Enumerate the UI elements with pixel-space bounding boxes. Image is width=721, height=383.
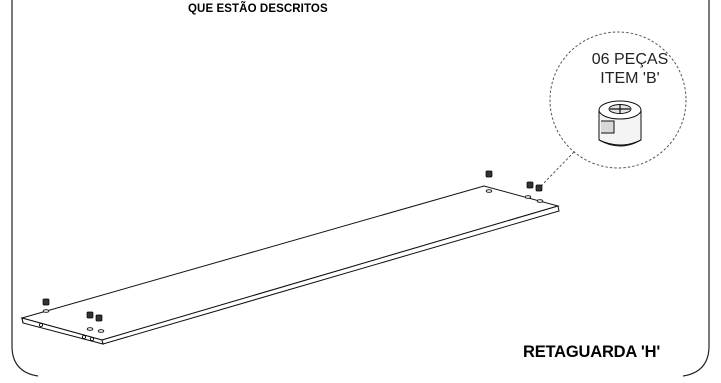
panel-board xyxy=(20,185,560,345)
callout-item-line: ITEM 'B' xyxy=(600,70,660,87)
fitting-markers xyxy=(42,170,543,322)
panel-label: RETAGUARDA 'H' xyxy=(523,343,661,361)
callout-quantity-line: 06 PEÇAS xyxy=(591,51,669,68)
panel-holes xyxy=(38,189,544,342)
header-instruction: QUE ESTÃO DESCRITOS xyxy=(188,3,328,15)
cam-lock-fitting-icon xyxy=(598,100,642,147)
callout-quantity-label: 06 PEÇAS ITEM 'B' xyxy=(584,50,676,88)
callout-circle xyxy=(549,31,687,169)
leader-line xyxy=(540,151,575,187)
page-frame xyxy=(11,0,710,377)
